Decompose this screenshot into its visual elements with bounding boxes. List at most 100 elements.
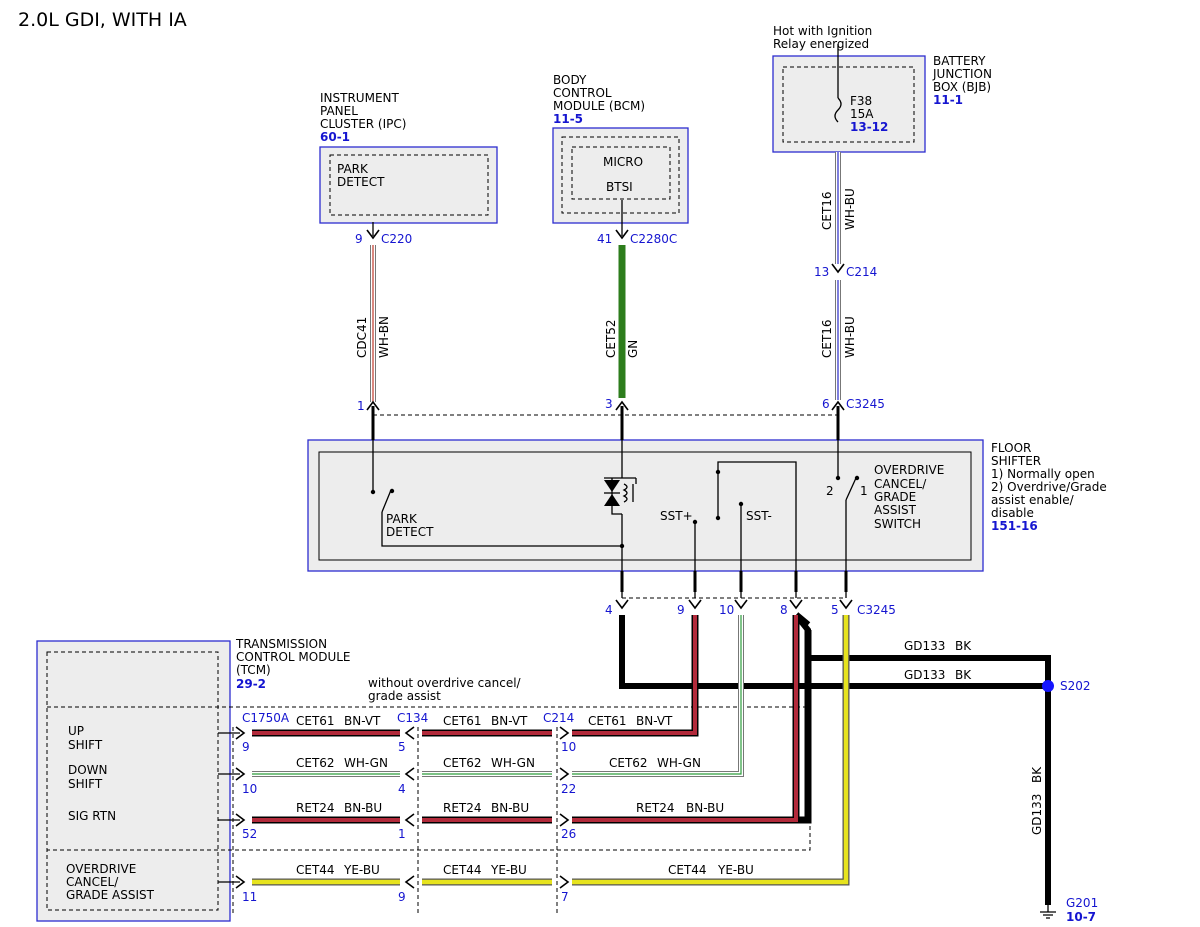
ipc-name-1: INSTRUMENT <box>320 91 399 105</box>
splice-s202 <box>1042 680 1054 692</box>
c214-top-pin: 13 <box>814 265 829 279</box>
tcm-upshift-1: UP <box>68 724 84 738</box>
connector-arrows <box>235 229 853 889</box>
cet62-label-3-color: WH-GN <box>657 756 701 770</box>
ipc-park-label-2: DETECT <box>337 175 385 189</box>
c134-pin-9: 9 <box>398 890 406 904</box>
od-switch-blade <box>845 477 857 501</box>
shifter-note-3: assist enable/ <box>991 493 1075 507</box>
tcm-name-1: TRANSMISSION <box>235 637 327 651</box>
sst-plus-label: SST+ <box>660 509 693 523</box>
tcm-odc-2: CANCEL/ <box>66 875 119 889</box>
bjb-module: Hot with Ignition Relay energized BATTER… <box>772 24 992 153</box>
gd133b-circuit: GD133 <box>904 639 945 653</box>
shifter-note-1: 1) Normally open <box>991 467 1095 481</box>
shifter-ref: 151-16 <box>991 519 1038 533</box>
c214-top-name: C214 <box>846 265 877 279</box>
c3245-top-pin-1: 1 <box>357 399 365 413</box>
solenoid-coil-icon <box>622 483 628 503</box>
wire-gd133-b <box>793 613 1051 905</box>
shifter-name-1: FLOOR <box>991 441 1031 455</box>
ret24-label-1-color: BN-BU <box>344 801 382 815</box>
cet62-label-3-circuit: CET62 <box>609 756 648 770</box>
c3245-bot-pin-5: 5 <box>831 603 839 617</box>
ret24-label-2-circuit: RET24 <box>443 801 482 815</box>
c3245-bot-pin-10: 10 <box>719 603 734 617</box>
gd133c-color: BK <box>1030 766 1044 783</box>
shifter-note-2: 2) Overdrive/Grade <box>991 480 1107 494</box>
hot-note-1: Hot with Ignition <box>773 24 872 38</box>
tcm-name-3: (TCM) <box>236 663 271 677</box>
c1750a-pin-10: 10 <box>242 782 257 796</box>
tcm-odc-3: GRADE ASSIST <box>66 888 155 902</box>
ret24-labels: RET24 BN-BU RET24 BN-BU RET24 BN-BU <box>296 801 724 815</box>
c134-pin-4: 4 <box>398 782 406 796</box>
c3245-top-pin-6: 6 <box>822 397 830 411</box>
cet61-labels: CET61 BN-VT CET61 BN-VT CET61 BN-VT <box>296 714 673 728</box>
gd133a-color: BK <box>955 668 972 682</box>
gd133b-color: BK <box>955 639 972 653</box>
ret24-label-3-color: BN-BU <box>686 801 724 815</box>
hot-note-2: Relay energized <box>773 37 869 51</box>
bcm-name-2: CONTROL <box>553 86 612 100</box>
c3245-bot-pin-9: 9 <box>677 603 685 617</box>
cet61-label-3-circuit: CET61 <box>588 714 627 728</box>
cet62-label-2-color: WH-GN <box>491 756 535 770</box>
ground-ref: 10-7 <box>1066 910 1096 924</box>
cet52-circuit: CET52 <box>604 319 618 358</box>
bcm-name-1: BODY <box>553 73 587 87</box>
ret24-label-3-circuit: RET24 <box>636 801 675 815</box>
tcm-upshift-2: SHIFT <box>68 738 103 752</box>
c214-pin-10: 10 <box>561 740 576 754</box>
switch-label-5: SWITCH <box>874 517 921 531</box>
fuse-ref: 13-12 <box>850 120 888 134</box>
park-detect-label-1: PARK <box>386 512 418 526</box>
bcm-btsi-label: BTSI <box>606 180 633 194</box>
bjb-ref: 11-1 <box>933 93 963 107</box>
bcm-module: BODY CONTROL MODULE (BCM) 11-5 MICRO BTS… <box>552 73 689 224</box>
c134-pin-1: 1 <box>398 827 406 841</box>
bjb-name-3: BOX (BJB) <box>933 80 991 94</box>
cet44-label-2-circuit: CET44 <box>443 863 482 877</box>
bcm-name-3: MODULE (BCM) <box>553 99 645 113</box>
tcm-sigrtn: SIG RTN <box>68 809 116 823</box>
sst-loop-wire <box>717 461 797 598</box>
ret24-label-2-color: BN-BU <box>491 801 529 815</box>
tcm-odc-1: OVERDRIVE <box>66 862 136 876</box>
shifter-name-2: SHIFTER <box>991 454 1041 468</box>
wire-cet62 <box>252 615 744 777</box>
c3245-bot-name: C3245 <box>857 603 896 617</box>
cet16a-color: WH-BU <box>843 188 857 230</box>
bcm-micro-label: MICRO <box>603 155 643 169</box>
cet44-label-3-circuit: CET44 <box>668 863 707 877</box>
c1750a-pin-9: 9 <box>242 740 250 754</box>
cet61-label-2-color: BN-VT <box>491 714 528 728</box>
ipc-name-3: CLUSTER (IPC) <box>320 117 406 131</box>
c214-pin-7: 7 <box>561 890 569 904</box>
cet16a-circuit: CET16 <box>820 191 834 230</box>
switch-pin-2: 2 <box>826 484 834 498</box>
tcm-name-2: CONTROL MODULE <box>236 650 351 664</box>
cet44-label-1-color: YE-BU <box>343 863 380 877</box>
cet62-labels: CET62 WH-GN CET62 WH-GN CET62 WH-GN <box>296 756 701 770</box>
ground-icon <box>1040 905 1056 919</box>
cet16b-color: WH-BU <box>843 316 857 358</box>
park-detect-label-2: DETECT <box>386 525 434 539</box>
cet62-label-1-circuit: CET62 <box>296 756 335 770</box>
without-note-1: without overdrive cancel/ <box>368 676 522 690</box>
c3245-bot-pin-4: 4 <box>605 603 613 617</box>
c3245-top-pin-3: 3 <box>605 397 613 411</box>
c214-pin-26: 26 <box>561 827 576 841</box>
c134-name: C134 <box>397 711 428 725</box>
cet61-label-3-color: BN-VT <box>636 714 673 728</box>
park-return-wire <box>381 512 622 547</box>
cet61-label-1-circuit: CET61 <box>296 714 335 728</box>
sst-minus-label: SST- <box>746 509 772 523</box>
c220-name: C220 <box>381 232 412 246</box>
switch-label-1: OVERDRIVE <box>874 463 944 477</box>
ipc-module: INSTRUMENT PANEL CLUSTER (IPC) 60-1 PARK… <box>319 91 498 224</box>
cet61-label-2-circuit: CET61 <box>443 714 482 728</box>
c1750a-pin-11: 11 <box>242 890 257 904</box>
fuse-name: F38 <box>850 94 872 108</box>
wire-cet44 <box>252 615 850 886</box>
